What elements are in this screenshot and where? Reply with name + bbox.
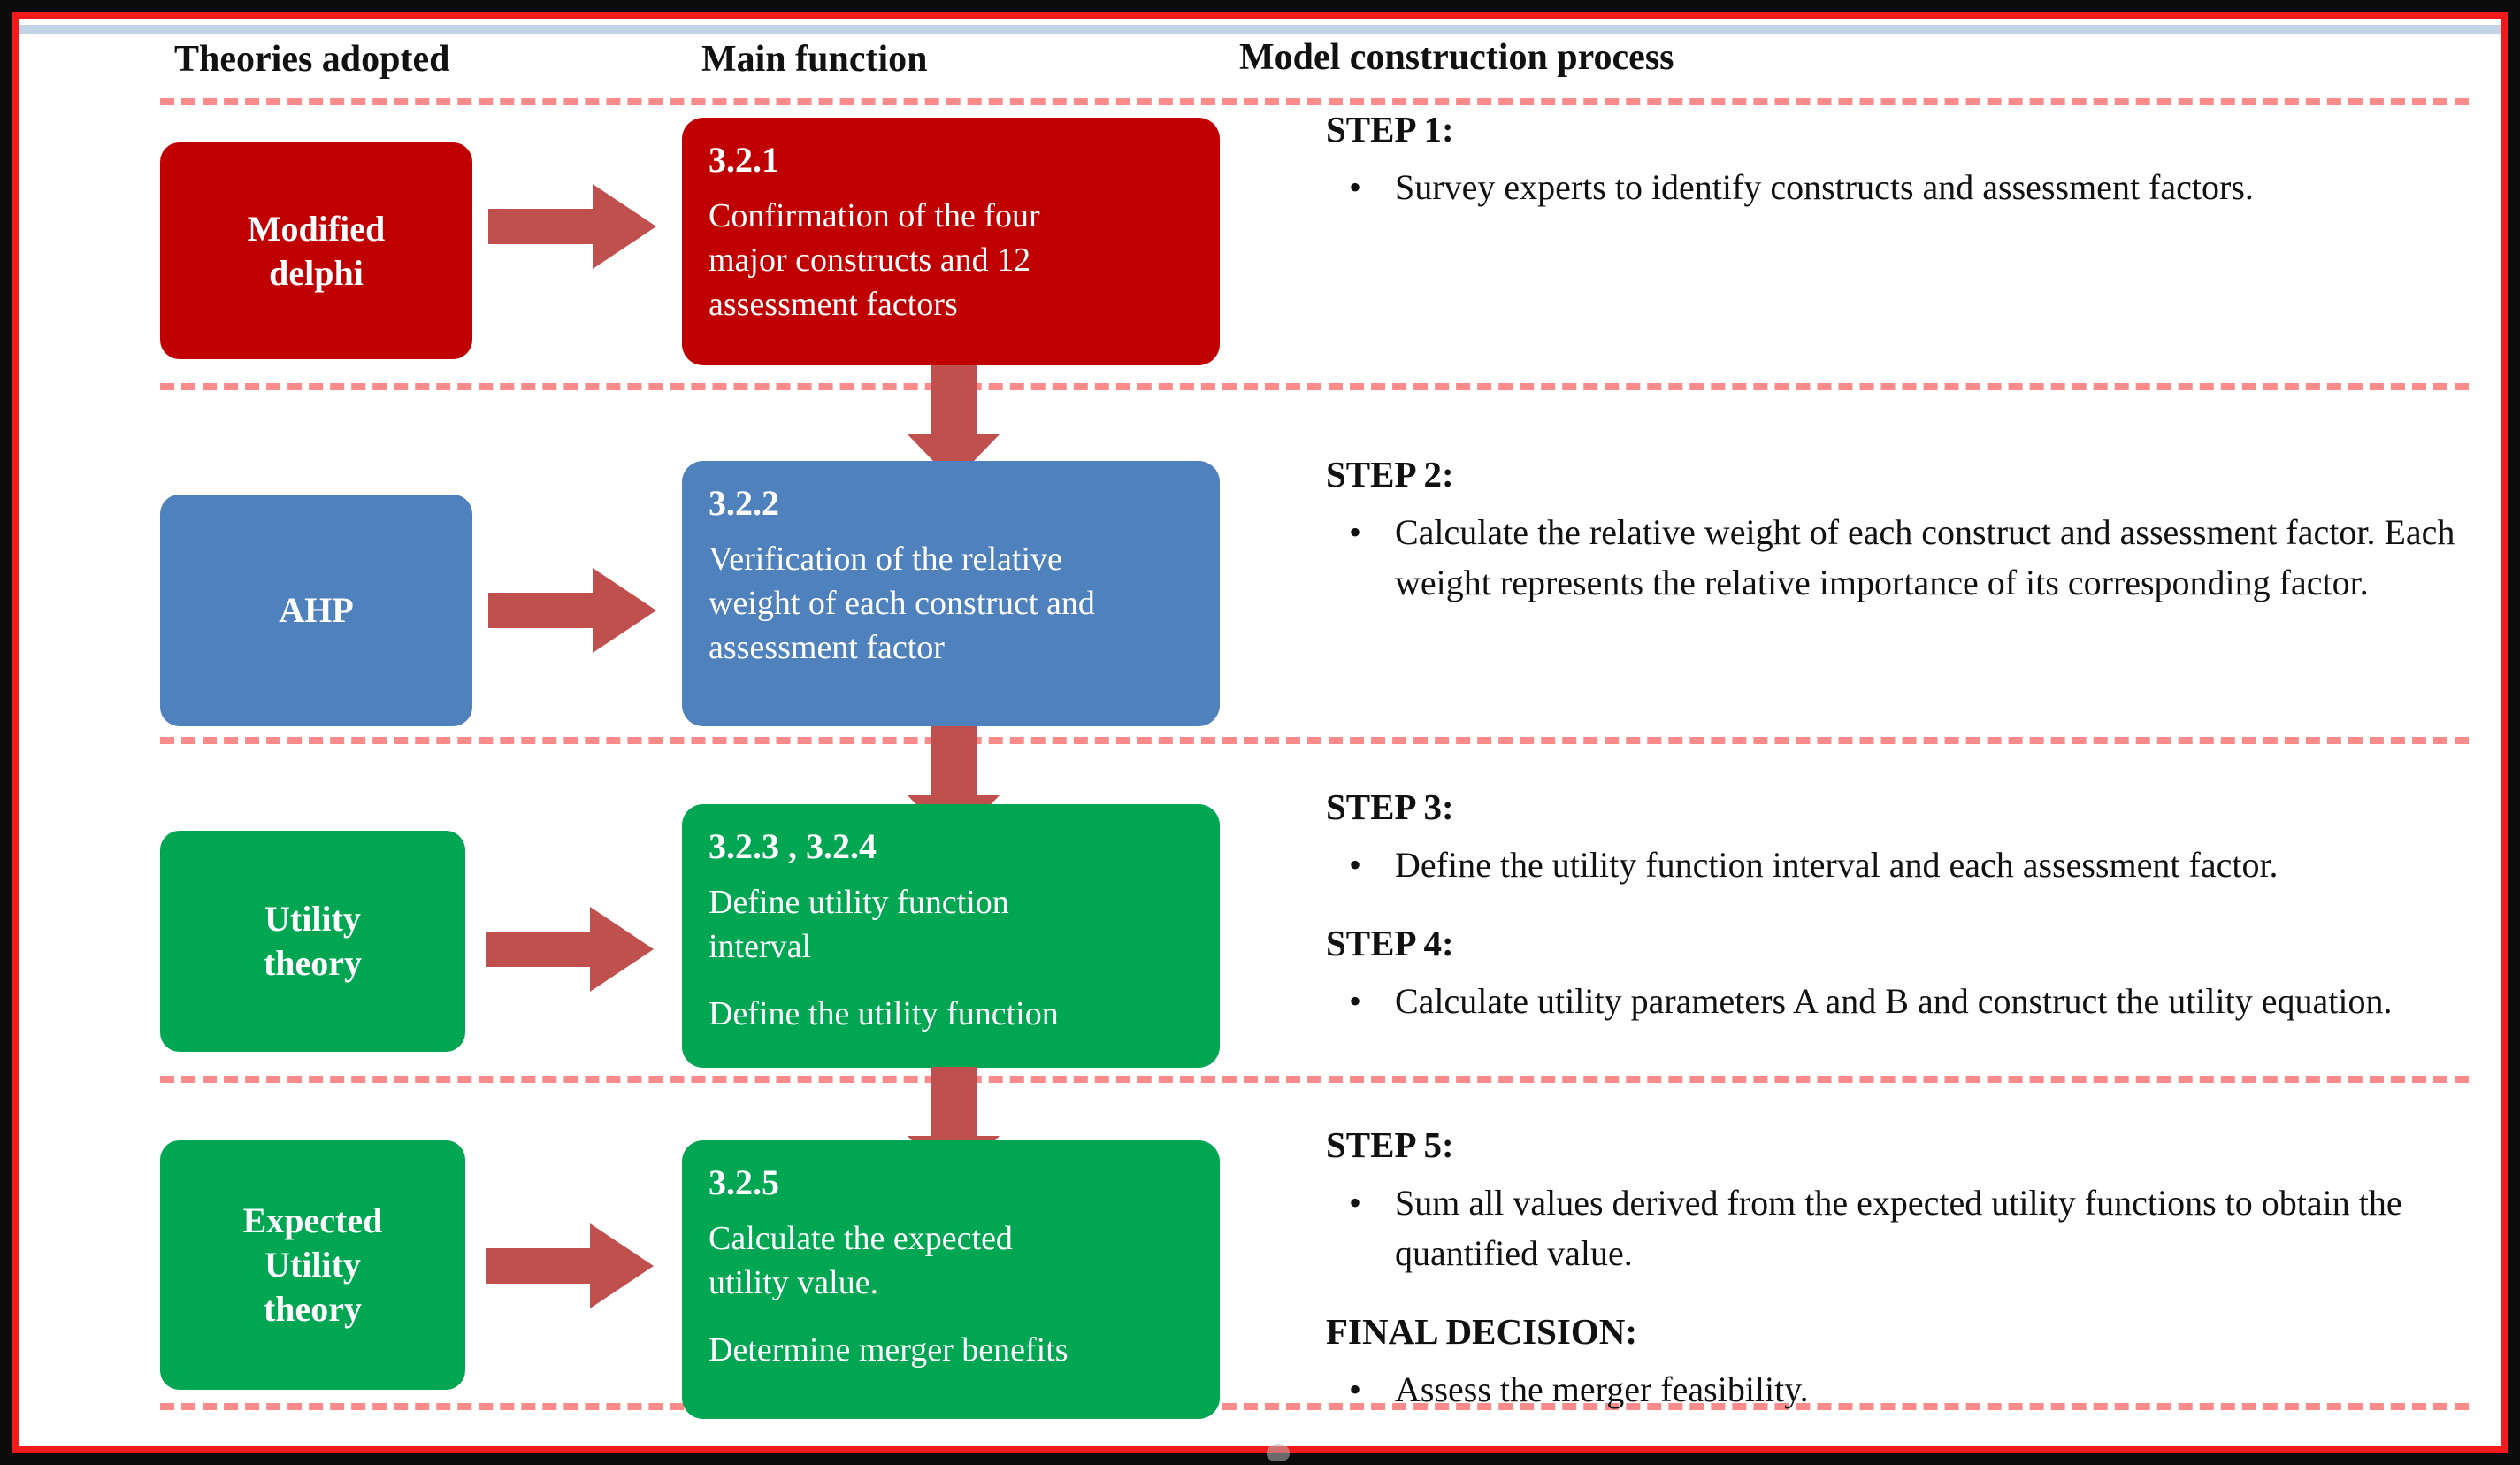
frame-border-left [0, 0, 12, 1465]
step-spacer [1326, 1279, 2476, 1309]
frame-accent-blue [19, 25, 2501, 34]
step-title: STEP 3: [1326, 786, 1454, 827]
function-box-paragraph-1: Define utility function interval [709, 880, 1195, 969]
column-header-theories: Theories adopted [174, 39, 450, 80]
bullet-icon: • [1349, 981, 1362, 1022]
function-box-number: 3.2.2 [709, 483, 779, 523]
step-title: STEP 1: [1326, 109, 1454, 150]
frame-border-right [2508, 0, 2520, 1465]
function-box-number: 3.2.5 [709, 1162, 779, 1202]
function-line-1: Calculate the expected [709, 1220, 1013, 1257]
diagram-canvas: Theories adopted Main function Model con… [19, 19, 2501, 1446]
function-line-3: assessment factors [709, 286, 958, 324]
function-box-3-2-5: 3.2.5 Calculate the expected utility val… [682, 1140, 1220, 1419]
frame-border-top [0, 0, 2520, 12]
function-box-number: 3.2.1 [709, 140, 779, 180]
theory-box-ahp: AHP [160, 495, 472, 726]
separator-line-3 [160, 737, 2469, 744]
bullet-icon: • [1349, 512, 1362, 553]
step-block-5: STEP 5: • Sum all values derived from th… [1326, 1123, 2476, 1415]
function-line-2: weight of each construct and [709, 585, 1095, 623]
column-header-main-function: Main function [701, 39, 928, 80]
separator-line-2 [160, 383, 2469, 390]
step-bullet-row: • Calculate utility parameters A and B a… [1326, 977, 2476, 1027]
step-bullet-text: Calculate utility parameters A and B and… [1395, 981, 2393, 1022]
step-spacer [1326, 891, 2476, 921]
step-title: STEP 4: [1326, 923, 1454, 964]
function-box-paragraph-2: Determine merger benefits [709, 1331, 1069, 1369]
step-bullet-row: • Define the utility function interval a… [1326, 840, 2476, 891]
bullet-icon: • [1349, 1369, 1362, 1410]
arrow-right-icon-row-3 [486, 903, 654, 995]
function-line-1: Verification of the relative [709, 541, 1062, 578]
theory-box-expected-utility-theory: Expected Utility theory [160, 1140, 465, 1390]
step-bullet-text: Assess the merger feasibility. [1395, 1369, 1809, 1410]
step-block-3: STEP 3: • Define the utility function in… [1326, 785, 2476, 1027]
arrow-right-icon-row-1 [488, 180, 656, 272]
theory-box-label: Modified delphi [248, 207, 386, 295]
step-bullet-row: • Sum all values derived from the expect… [1326, 1178, 2476, 1279]
theory-label-line-1: Expected [242, 1200, 383, 1240]
separator-line-1 [160, 98, 2469, 105]
function-box-paragraph-2: Define the utility function [709, 995, 1059, 1033]
step-block-1: STEP 1: • Survey experts to identify con… [1326, 107, 2476, 213]
step-title: FINAL DECISION: [1326, 1310, 1637, 1352]
function-line-1: Define utility function [709, 884, 1009, 921]
theory-box-modified-delphi: Modified delphi [160, 142, 472, 359]
function-line-1: Confirmation of the four [709, 197, 1040, 234]
step-bullet-text: Sum all values derived from the expected… [1395, 1183, 2402, 1274]
frame-border-bottom [0, 1453, 2520, 1465]
function-box-description: Verification of the relative weight of e… [709, 537, 1195, 670]
step-title: STEP 2: [1326, 454, 1454, 495]
function-box-3-2-1: 3.2.1 Confirmation of the four major con… [682, 118, 1220, 365]
function-line-3: assessment factor [709, 629, 945, 667]
step-block-2: STEP 2: • Calculate the relative weight … [1326, 452, 2476, 609]
arrow-right-icon-row-2 [488, 564, 656, 656]
step-bullet-text: Define the utility function interval and… [1395, 845, 2279, 886]
function-box-3-2-3-3-2-4: 3.2.3 , 3.2.4 Define utility function in… [682, 804, 1220, 1068]
theory-label-line-2: delphi [269, 252, 364, 293]
step-bullet-row: • Survey experts to identify constructs … [1326, 163, 2476, 213]
theory-box-label: Utility theory [264, 897, 362, 986]
theory-box-utility-theory: Utility theory [160, 831, 465, 1052]
arrow-down-icon-1-to-2 [908, 365, 1000, 482]
separator-line-4 [160, 1076, 2469, 1083]
bullet-icon: • [1349, 845, 1362, 886]
function-line-2: utility value. [709, 1264, 879, 1302]
step-bullet-text: Survey experts to identify constructs an… [1395, 167, 2254, 208]
theory-label-line-1: Utility [264, 899, 361, 939]
theory-label-line-1: AHP [279, 590, 354, 630]
function-line-2: major constructs and 12 [709, 242, 1031, 280]
function-box-paragraph-1: Calculate the expected utility value. [709, 1216, 1195, 1305]
theory-label-line-3: theory [263, 1289, 363, 1329]
theory-label-line-2: Utility [264, 1245, 361, 1285]
function-box-number: 3.2.3 , 3.2.4 [709, 826, 877, 866]
step-bullet-row: • Calculate the relative weight of each … [1326, 508, 2476, 609]
page-artifact [1267, 1444, 1290, 1461]
step-bullet-text: Calculate the relative weight of each co… [1395, 512, 2455, 603]
function-line-2: interval [709, 928, 812, 966]
function-box-description: Confirmation of the four major construct… [709, 194, 1195, 326]
arrow-right-icon-row-4 [486, 1220, 654, 1312]
bullet-icon: • [1349, 167, 1362, 208]
theory-label-line-2: theory [263, 943, 363, 983]
theory-label-line-1: Modified [247, 208, 386, 249]
bullet-icon: • [1349, 1183, 1362, 1223]
step-bullet-row: • Assess the merger feasibility. [1326, 1365, 2476, 1415]
column-header-process: Model construction process [1239, 37, 1674, 78]
function-box-3-2-2: 3.2.2 Verification of the relative weigh… [682, 461, 1220, 726]
step-title: STEP 5: [1326, 1124, 1454, 1165]
theory-box-label: Expected Utility theory [243, 1199, 383, 1331]
separator-line-5 [160, 1403, 2469, 1410]
theory-box-label: AHP [279, 588, 353, 633]
